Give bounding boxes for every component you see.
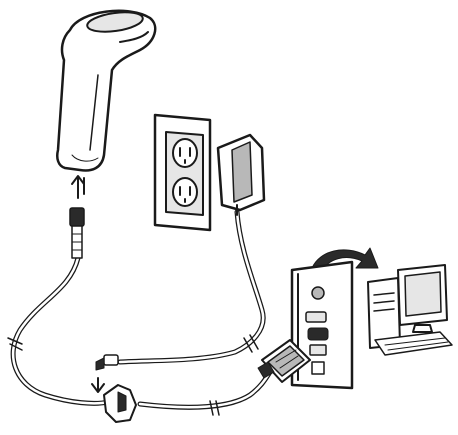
power-adapter-icon <box>218 135 264 215</box>
serial-cable <box>140 372 270 407</box>
power-cable <box>120 212 263 362</box>
desktop-computer-icon <box>368 265 452 355</box>
ports-panel-icon <box>292 262 352 388</box>
power-jack-junction <box>92 355 136 422</box>
barcode-scanner-icon <box>57 9 155 258</box>
power-outlet-icon <box>155 115 210 230</box>
scanner-cable <box>13 258 108 403</box>
cables <box>8 212 270 415</box>
